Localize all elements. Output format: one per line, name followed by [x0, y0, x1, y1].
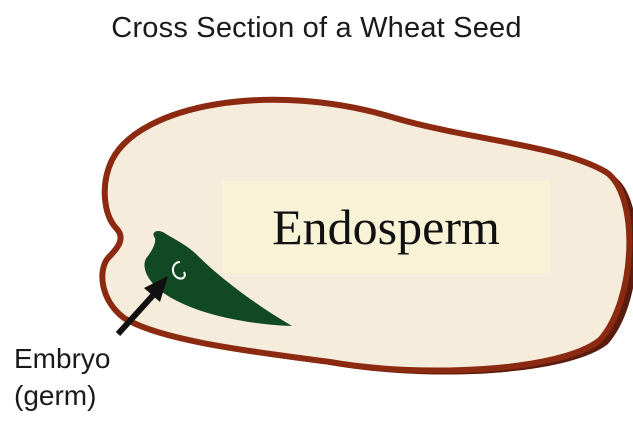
embryo-label: Embryo (germ) — [14, 340, 154, 414]
endosperm-label-box: Endosperm — [222, 181, 550, 273]
embryo-label-line1: Embryo — [14, 340, 154, 377]
embryo-label-line2: (germ) — [14, 377, 154, 414]
endosperm-label: Endosperm — [272, 202, 500, 252]
